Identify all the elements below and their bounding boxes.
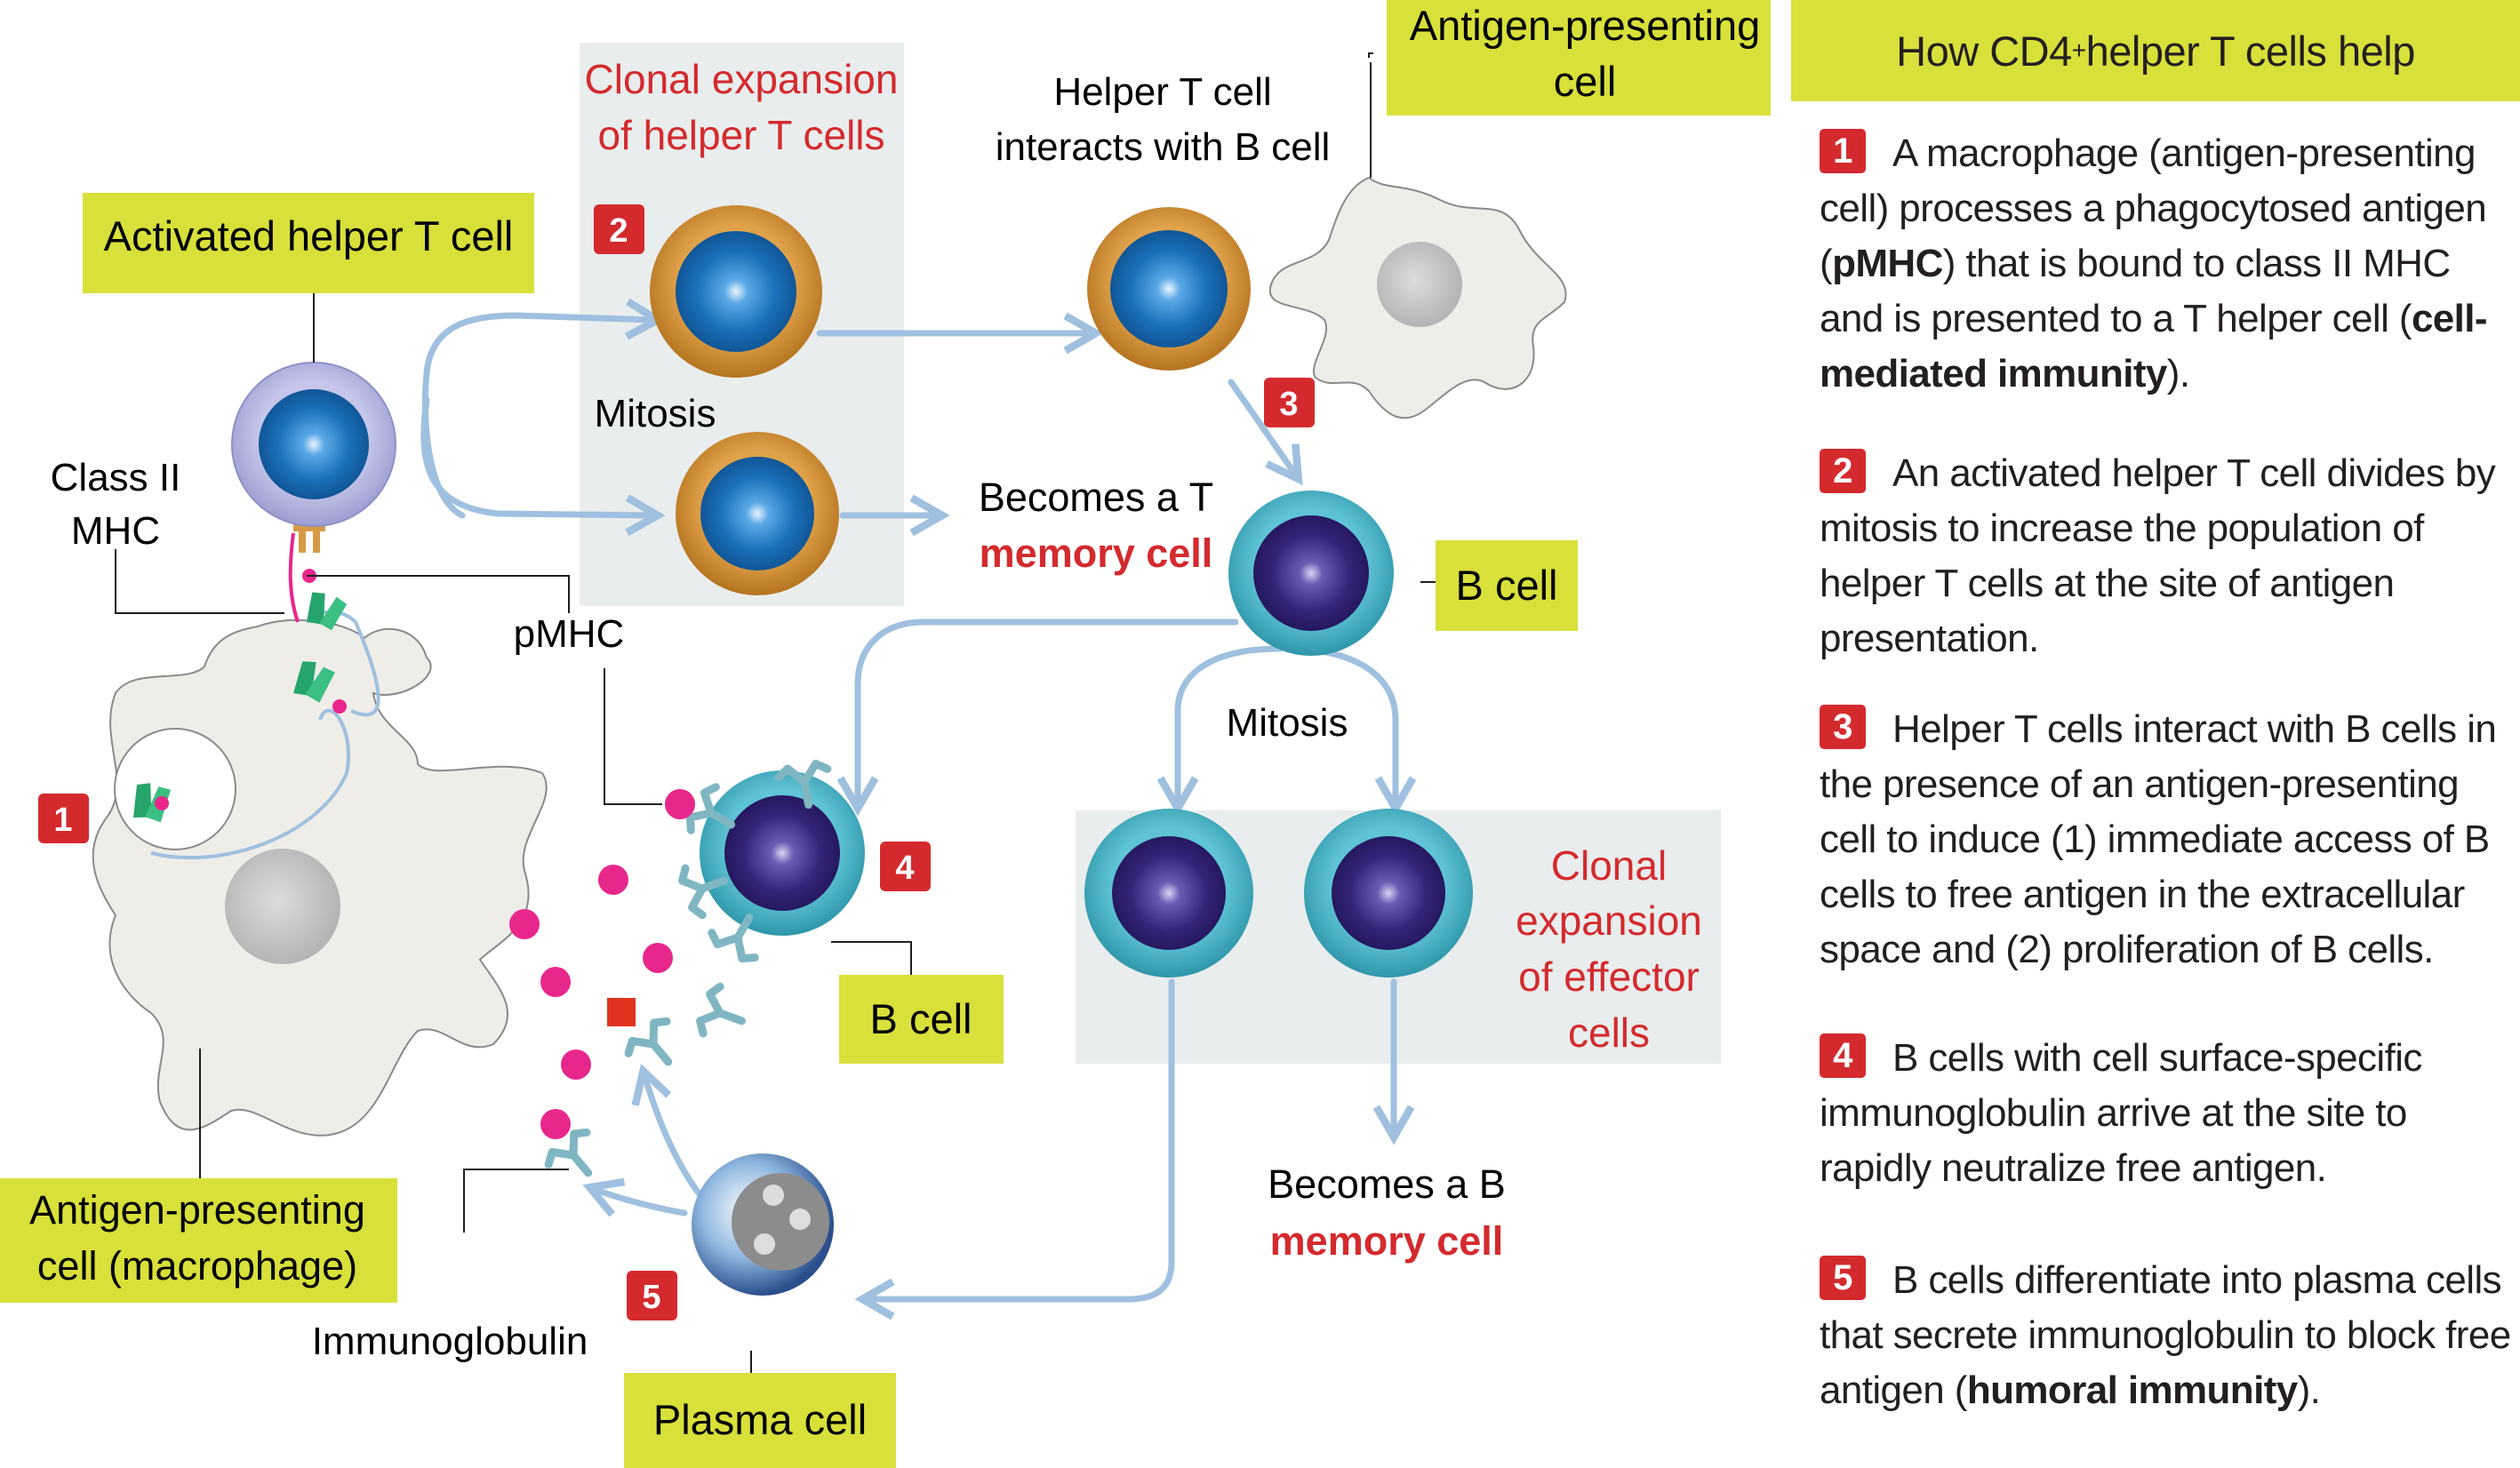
mhc-receptor-vesicle (293, 661, 335, 703)
step-badge-3: 3 (1264, 378, 1315, 427)
step-badge-4: 4 (880, 842, 931, 891)
step-1-text-a: A macrophage (antigen-presenting cell) p… (1820, 132, 2487, 285)
antigen-square (607, 998, 636, 1026)
step-4-badge: 4 (1820, 1033, 1866, 1078)
step-3-badge: 3 (1820, 705, 1866, 749)
activated-helper-t-cell-nucleus (259, 389, 369, 499)
label-pmhc: pMHC (514, 612, 625, 656)
antigen-dot (155, 796, 169, 810)
step-1-text-b: ) that is bound to class II MHC and is p… (1820, 242, 2451, 340)
label-apc-macrophage-line2: cell (macrophage) (37, 1243, 357, 1288)
helper-t-cell-clone-1-nucleus (676, 231, 796, 352)
label-helper-interacts-line2: interacts with B cell (996, 125, 1331, 169)
macrophage-nucleus (225, 849, 340, 964)
phagosome (114, 728, 236, 850)
panel-title-post: helper T cells help (2085, 27, 2416, 75)
heading-clonal-expansion-t-line1: Clonal expansion (585, 56, 899, 102)
label-apc-macrophage-line1: Antigen-presenting (29, 1187, 365, 1233)
step-badge-1: 1 (38, 794, 89, 843)
step-3-text: Helper T cells interact with B cells in … (1820, 707, 2497, 971)
antigen-dot (332, 699, 347, 714)
apc-top-right-nucleus (1377, 242, 1462, 327)
step-5-text-b: ). (2297, 1368, 2321, 1412)
label-box-activated-helper (83, 193, 534, 293)
svg-text:5: 5 (642, 1279, 660, 1316)
svg-text:4: 4 (895, 850, 914, 887)
label-helper-interacts-line1: Helper T cell (1053, 70, 1271, 114)
t-cell-receptor (288, 508, 325, 623)
effector-b-cell-1-nucleus (1112, 836, 1226, 950)
step-4-text: B cells with cell surface-specific immun… (1820, 1036, 2422, 1190)
step-1-bold-a: pMHC (1832, 242, 1943, 285)
step-badge-5: 5 (627, 1271, 677, 1320)
label-becomes-b-line2: memory cell (1270, 1218, 1504, 1264)
label-becomes-t-line2: memory cell (980, 531, 1213, 576)
label-becomes-t-line1: Becomes a T (979, 475, 1213, 520)
label-class-ii: Class II (51, 456, 181, 499)
step-badge-2: 2 (594, 204, 644, 254)
label-activated-helper-t-cell: Activated helper T cell (104, 212, 514, 259)
b-cell-top-nucleus (1253, 515, 1369, 631)
label-becomes-b-line1: Becomes a B (1268, 1161, 1506, 1207)
label-box-apc-macrophage (0, 1178, 397, 1303)
vesicle-path (150, 708, 350, 860)
step-5-badge: 5 (1820, 1256, 1866, 1300)
helper-t-cell-clone-2-nucleus (700, 457, 814, 570)
label-immunoglobulin: Immunoglobulin (312, 1320, 588, 1363)
step-1-bold-b: cell-mediated immunity (1820, 297, 2488, 395)
label-b-cell-mid: B cell (870, 995, 972, 1042)
heading-clonal-effector-line1: Clonal (1551, 842, 1667, 889)
svg-text:1: 1 (53, 802, 72, 839)
plasma-cell-er (754, 1185, 811, 1255)
label-apc-top-line2: cell (1554, 58, 1617, 105)
svg-text:2: 2 (609, 212, 628, 250)
step-2-text: An activated helper T cell divides by mi… (1820, 451, 2496, 660)
step-5-text-a: B cells differentiate into plasma cells … (1820, 1258, 2511, 1412)
label-plasma-cell: Plasma cell (653, 1396, 867, 1443)
leader-lines (115, 52, 1436, 1393)
label-box-b-cell-mid (839, 975, 1004, 1064)
helper-t-cell-interacting-nucleus (1110, 230, 1228, 347)
step-1-text-c: ). (2166, 352, 2190, 395)
svg-text:3: 3 (1279, 386, 1298, 423)
label-mhc: MHC (71, 509, 160, 553)
effector-b-cell-2-nucleus (1332, 836, 1445, 950)
b-cell-mid-nucleus (724, 795, 840, 911)
label-b-cell-top: B cell (1456, 562, 1558, 609)
label-mitosis-b: Mitosis (1227, 701, 1348, 745)
immune-response-diagram: Activated helper T cell Antigen-presenti… (0, 0, 1771, 1468)
mhc-receptor-surface (307, 592, 348, 631)
panel-title: How CD4+ helper T cells help (1791, 0, 2520, 101)
label-box-apc-top (1387, 0, 1771, 116)
panel-title-pre: How CD4 (1896, 27, 2072, 75)
heading-clonal-effector-line2: expansion (1516, 898, 1702, 944)
free-antigens (509, 789, 695, 1139)
label-apc-top-line1: Antigen-presenting (1410, 2, 1761, 49)
heading-clonal-effector-line4: cells (1568, 1009, 1650, 1056)
step-2-badge: 2 (1820, 449, 1866, 493)
flow-arrows (420, 298, 1417, 1320)
step-1-badge: 1 (1820, 129, 1866, 173)
heading-clonal-expansion-t-line2: of helper T cells (597, 112, 884, 158)
step-5-bold-a: humoral immunity (1966, 1368, 2298, 1412)
label-box-plasma-cell (624, 1373, 896, 1468)
panel-title-sup: + (2071, 36, 2086, 64)
heading-clonal-effector-line3: of effector (1518, 953, 1700, 1000)
label-box-b-cell-top (1436, 540, 1578, 631)
label-mitosis-t: Mitosis (595, 392, 716, 435)
